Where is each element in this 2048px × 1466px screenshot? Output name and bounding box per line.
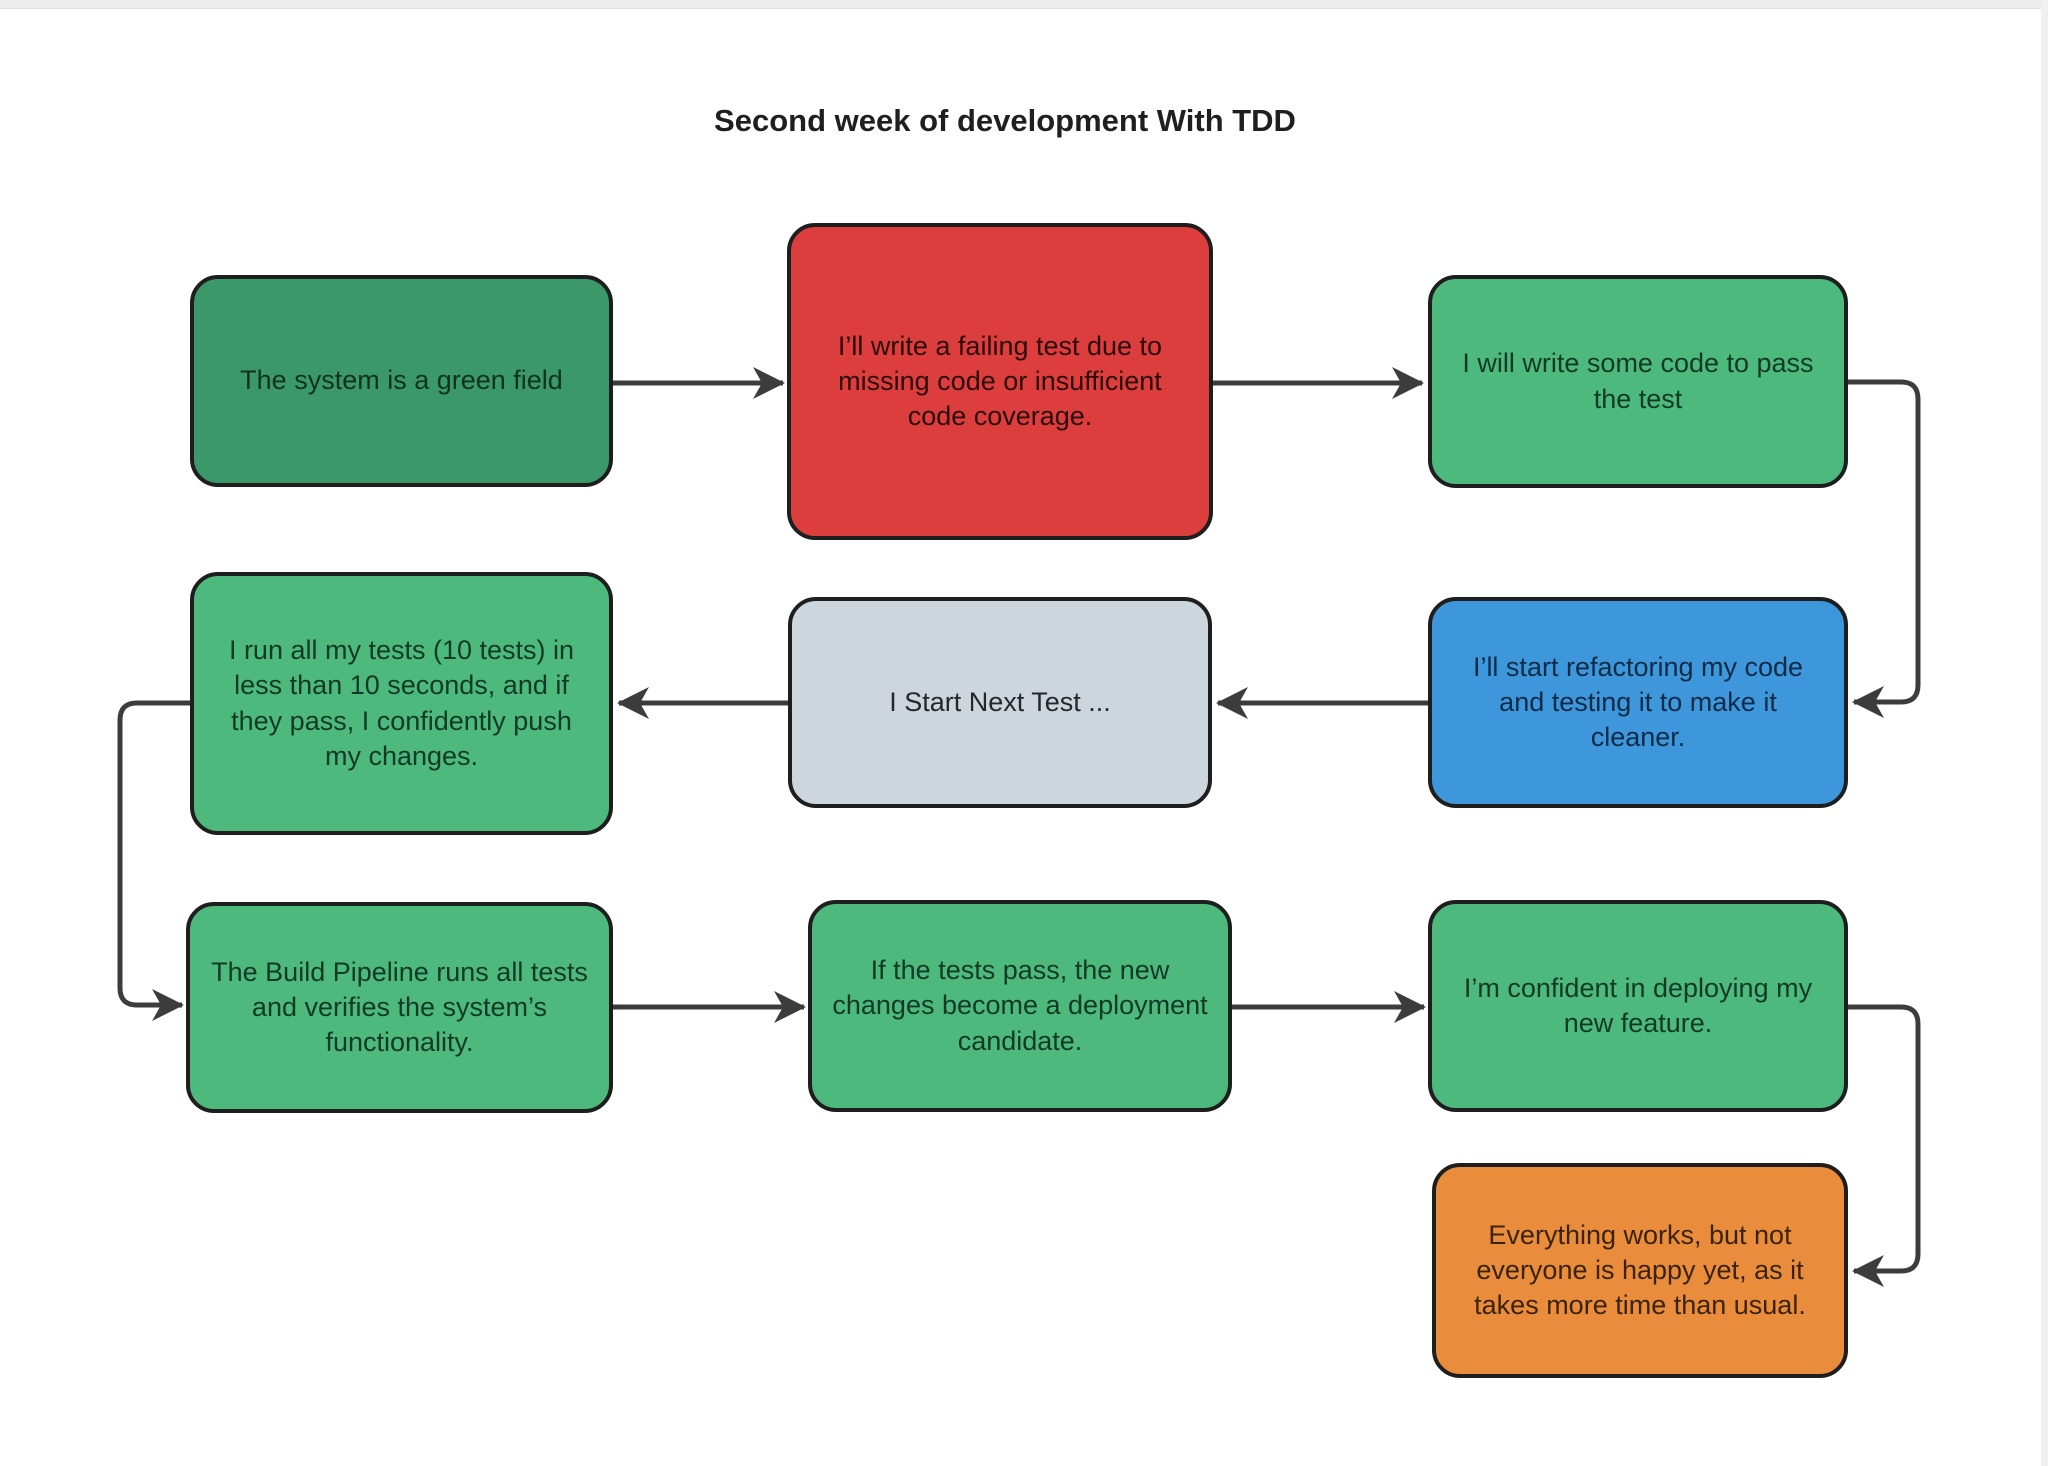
- top-edge-bar: [0, 0, 2048, 9]
- flow-node-n7: The Build Pipeline runs all tests and ve…: [186, 902, 613, 1113]
- flow-node-n2: I’ll write a failing test due to missing…: [787, 223, 1213, 540]
- flow-node-n4: I run all my tests (10 tests) in less th…: [190, 572, 613, 835]
- edge-n3-n6: [1848, 379, 1921, 718]
- flow-node-n3: I will write some code to pass the test: [1428, 275, 1848, 488]
- flow-node-n9: I’m confident in deploying my new featur…: [1428, 900, 1848, 1112]
- page-title: Second week of development With TDD: [714, 103, 1296, 138]
- flow-node-n5: I Start Next Test ...: [788, 597, 1212, 808]
- flow-node-n1: The system is a green field: [190, 275, 613, 487]
- flow-node-n8: If the tests pass, the new changes becom…: [808, 900, 1232, 1112]
- flow-node-n10: Everything works, but not everyone is ha…: [1432, 1163, 1848, 1378]
- right-edge-bar: [2041, 0, 2048, 1466]
- flow-node-n6: I’ll start refactoring my code and testi…: [1428, 597, 1848, 808]
- edge-n4-n7: [117, 700, 190, 1021]
- edge-n9-n10: [1848, 1004, 1921, 1287]
